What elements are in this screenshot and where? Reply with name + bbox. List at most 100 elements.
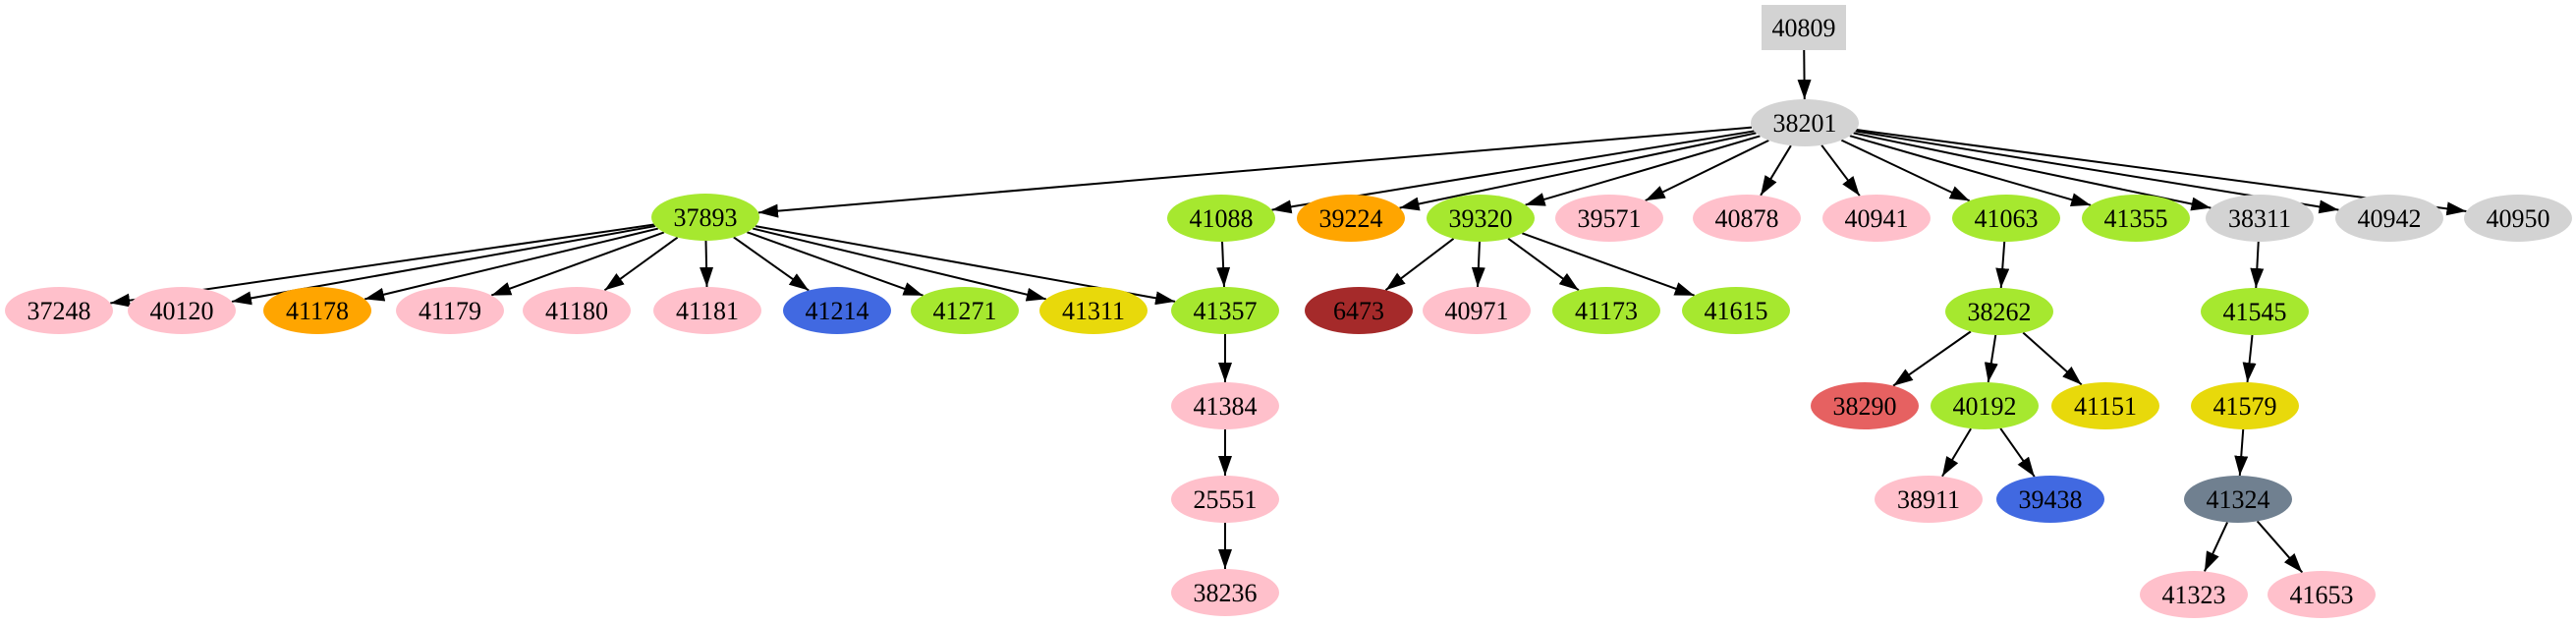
edge-38201-to-38311 bbox=[1853, 132, 2212, 211]
edge-38201-to-41063 bbox=[1840, 139, 1971, 202]
node-40192: 40192 bbox=[1931, 382, 2039, 429]
node-label-38911: 38911 bbox=[1897, 485, 1960, 514]
node-label-41181: 41181 bbox=[676, 297, 739, 325]
node-40878: 40878 bbox=[1693, 195, 1801, 242]
node-label-41311: 41311 bbox=[1062, 297, 1125, 325]
node-shape-41178 bbox=[263, 287, 371, 334]
node-label-41355: 41355 bbox=[2104, 204, 2168, 233]
node-41063: 41063 bbox=[1952, 195, 2060, 242]
node-37248: 37248 bbox=[5, 287, 113, 334]
node-39571: 39571 bbox=[1555, 195, 1663, 242]
node-label-39571: 39571 bbox=[1578, 204, 1642, 233]
node-shape-41311 bbox=[1039, 287, 1148, 334]
node-label-41151: 41151 bbox=[2074, 392, 2137, 421]
edge-37893-to-41181 bbox=[700, 240, 714, 288]
node-label-39224: 39224 bbox=[1319, 204, 1383, 233]
node-label-40809: 40809 bbox=[1772, 14, 1836, 42]
node-25551: 25551 bbox=[1171, 476, 1279, 523]
node-shape-41357 bbox=[1171, 287, 1279, 334]
node-41173: 41173 bbox=[1552, 287, 1660, 334]
node-37893: 37893 bbox=[651, 194, 759, 241]
edge-38201-to-39571 bbox=[1645, 139, 1769, 202]
node-label-40192: 40192 bbox=[1953, 392, 2017, 421]
node-38290: 38290 bbox=[1811, 382, 1919, 429]
node-label-41271: 41271 bbox=[933, 297, 997, 325]
node-41545: 41545 bbox=[2201, 288, 2309, 335]
node-39224: 39224 bbox=[1297, 195, 1405, 242]
node-40120: 40120 bbox=[128, 287, 236, 334]
edge-38201-to-41355 bbox=[1849, 135, 2092, 206]
node-41323: 41323 bbox=[2140, 571, 2248, 618]
node-41357: 41357 bbox=[1171, 287, 1279, 334]
node-shape-41151 bbox=[2051, 382, 2159, 429]
edge-41324-to-41653 bbox=[2256, 520, 2304, 574]
node-shape-41545 bbox=[2201, 288, 2309, 335]
node-label-41615: 41615 bbox=[1705, 297, 1768, 325]
node-41088: 41088 bbox=[1167, 195, 1275, 242]
node-label-40971: 40971 bbox=[1445, 297, 1509, 325]
node-label-40942: 40942 bbox=[2358, 204, 2422, 233]
node-shape-40942 bbox=[2335, 195, 2443, 242]
node-label-41173: 41173 bbox=[1575, 297, 1638, 325]
node-label-38201: 38201 bbox=[1773, 109, 1837, 138]
node-shape-39224 bbox=[1297, 195, 1405, 242]
node-label-41579: 41579 bbox=[2213, 392, 2277, 421]
node-shape-38290 bbox=[1811, 382, 1919, 429]
node-40941: 40941 bbox=[1822, 195, 1931, 242]
node-shape-38311 bbox=[2206, 195, 2314, 242]
edge-37893-to-41214 bbox=[733, 236, 810, 292]
node-38201: 38201 bbox=[1751, 99, 1859, 146]
edge-37893-to-41179 bbox=[490, 231, 665, 297]
node-shape-41271 bbox=[911, 287, 1019, 334]
node-shape-41088 bbox=[1167, 195, 1275, 242]
node-shape-38201 bbox=[1751, 99, 1859, 146]
node-39438: 39438 bbox=[1996, 476, 2104, 523]
node-label-40878: 40878 bbox=[1715, 204, 1779, 233]
edge-41324-to-41323 bbox=[2204, 522, 2228, 572]
node-shape-41179 bbox=[396, 287, 504, 334]
node-label-41324: 41324 bbox=[2207, 485, 2270, 514]
node-label-40941: 40941 bbox=[1845, 204, 1909, 233]
node-shape-40971 bbox=[1423, 287, 1531, 334]
edge-38201-to-39320 bbox=[1525, 135, 1761, 206]
node-shape-38236 bbox=[1171, 569, 1279, 616]
node-39320: 39320 bbox=[1427, 195, 1535, 242]
node-label-41179: 41179 bbox=[419, 297, 481, 325]
node-shape-41180 bbox=[523, 287, 631, 334]
edge-39320-to-40971 bbox=[1471, 241, 1485, 288]
node-label-38262: 38262 bbox=[1968, 298, 2032, 326]
node-shape-38911 bbox=[1875, 476, 1983, 523]
edge-39320-to-41615 bbox=[1522, 232, 1695, 297]
edge-38311-to-41545 bbox=[2250, 241, 2265, 289]
node-shape-41324 bbox=[2184, 476, 2292, 523]
node-shape-38262 bbox=[1945, 288, 2053, 335]
edge-41545-to-41579 bbox=[2242, 334, 2257, 383]
node-shape-41384 bbox=[1171, 382, 1279, 429]
node-shape-39320 bbox=[1427, 195, 1535, 242]
edge-41063-to-38262 bbox=[1995, 241, 2010, 289]
node-41214: 41214 bbox=[783, 287, 891, 334]
node-shape-40878 bbox=[1693, 195, 1801, 242]
node-label-38236: 38236 bbox=[1194, 579, 1258, 607]
edge-38262-to-40192 bbox=[1984, 334, 1998, 383]
node-label-41214: 41214 bbox=[806, 297, 869, 325]
edge-41579-to-41324 bbox=[2234, 428, 2249, 477]
node-40971: 40971 bbox=[1423, 287, 1531, 334]
node-shape-40192 bbox=[1931, 382, 2039, 429]
node-shape-41173 bbox=[1552, 287, 1660, 334]
edge-38262-to-38290 bbox=[1892, 330, 1972, 387]
node-shape-40941 bbox=[1822, 195, 1931, 242]
node-shape-37248 bbox=[5, 287, 113, 334]
edge-38201-to-40878 bbox=[1760, 144, 1792, 197]
node-shape-41355 bbox=[2082, 195, 2190, 242]
node-shape-40809 bbox=[1762, 5, 1846, 50]
edge-37893-to-41311 bbox=[752, 227, 1047, 302]
edge-39320-to-6473 bbox=[1384, 238, 1455, 291]
node-shape-41579 bbox=[2191, 382, 2299, 429]
node-shape-41323 bbox=[2140, 571, 2248, 618]
node-41271: 41271 bbox=[911, 287, 1019, 334]
node-38311: 38311 bbox=[2206, 195, 2314, 242]
node-label-41384: 41384 bbox=[1194, 392, 1258, 421]
node-41355: 41355 bbox=[2082, 195, 2190, 242]
